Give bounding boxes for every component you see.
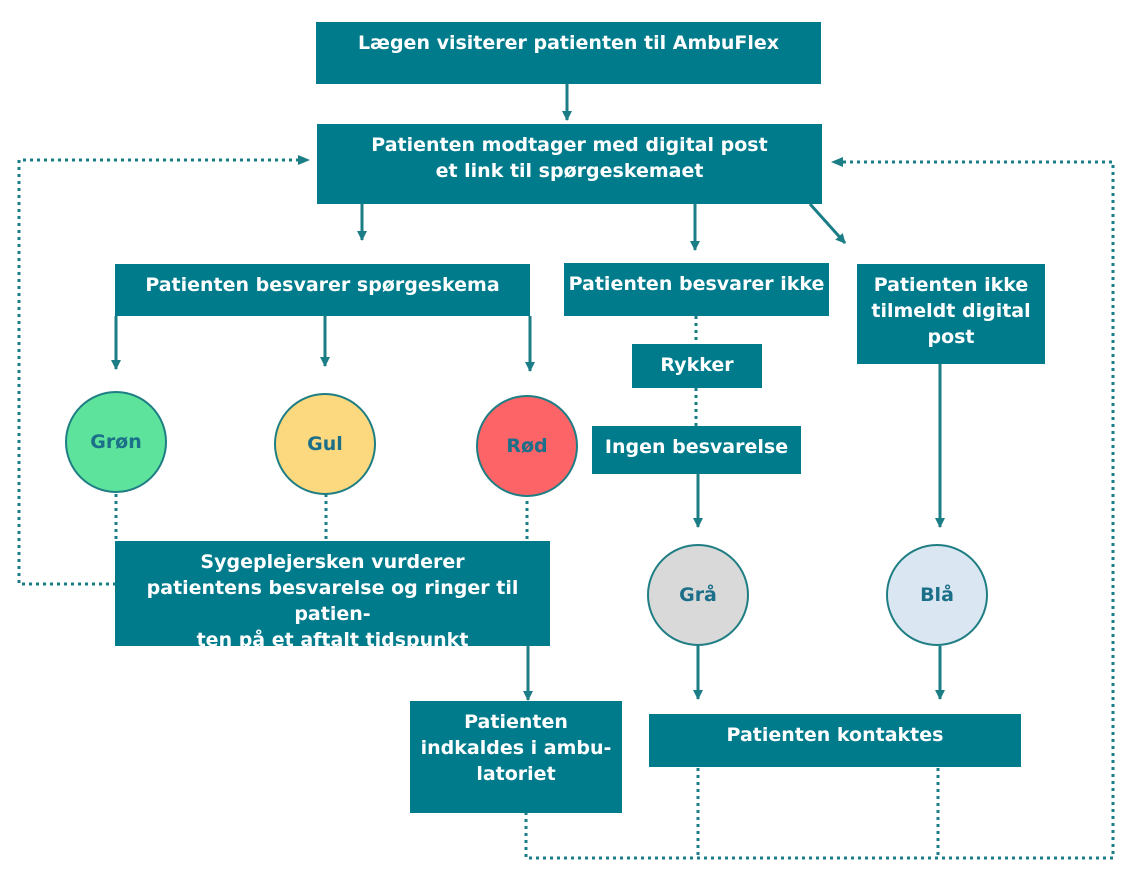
box-not-registered-line-1: Patienten ikke bbox=[873, 274, 1029, 296]
circle-green-label: Grøn bbox=[90, 431, 142, 453]
box-digital-post-line-2: et link til spørgeskemaet bbox=[435, 160, 704, 182]
box-not-registered-line-3: post bbox=[927, 326, 975, 348]
circle-yellow: Gul bbox=[274, 393, 376, 495]
box-nurse-assessment-line-3: ten på et aftalt tidspunkt bbox=[196, 629, 469, 651]
circle-red: Rød bbox=[476, 395, 578, 497]
circle-red-label: Rød bbox=[506, 435, 548, 457]
arrowhead-bottom-loop bbox=[831, 157, 843, 167]
box-not-registered: Patienten ikke tilmeldt digital post bbox=[857, 264, 1045, 364]
box-no-response: Ingen besvarelse bbox=[592, 426, 801, 474]
arrowhead-nurse-loop bbox=[298, 155, 310, 165]
box-summoned-outpatient-line-1: Patienten bbox=[464, 711, 568, 733]
circle-blue: Blå bbox=[886, 544, 988, 646]
box-no-response-text: Ingen besvarelse bbox=[604, 436, 789, 458]
box-digital-post: Patienten modtager med digital post et l… bbox=[317, 124, 822, 204]
box-not-registered-line-2: tilmeldt digital bbox=[871, 300, 1031, 322]
box-summoned-outpatient: Patienten indkaldes i ambu- latoriet bbox=[410, 701, 622, 813]
box-nurse-assessment-line-2: patientens besvarelse og ringer til pati… bbox=[146, 577, 519, 625]
box-referral-text: Lægen visiterer patienten til AmbuFlex bbox=[357, 32, 780, 54]
box-patient-contacted-text: Patienten kontaktes bbox=[726, 724, 944, 746]
circle-blue-label: Blå bbox=[920, 584, 954, 606]
box-patient-contacted: Patienten kontaktes bbox=[649, 714, 1021, 767]
circle-grey-label: Grå bbox=[679, 584, 717, 606]
box-nurse-assessment-line-1: Sygeplejersken vurderer bbox=[200, 551, 465, 573]
box-no-answer: Patienten besvarer ikke bbox=[564, 263, 829, 316]
arrow-digital-post-to-not-registered bbox=[808, 202, 847, 245]
box-reminder: Rykker bbox=[632, 344, 762, 388]
box-nurse-assessment: Sygeplejersken vurderer patientens besva… bbox=[115, 541, 550, 651]
box-answers-questionnaire: Patienten besvarer spørgeskema bbox=[115, 264, 530, 316]
circle-grey: Grå bbox=[647, 544, 749, 646]
box-digital-post-line-1: Patienten modtager med digital post bbox=[371, 134, 768, 156]
box-referral: Lægen visiterer patienten til AmbuFlex bbox=[316, 22, 821, 84]
box-reminder-text: Rykker bbox=[660, 354, 734, 376]
box-summoned-outpatient-line-3: latoriet bbox=[476, 763, 556, 785]
circle-yellow-label: Gul bbox=[307, 433, 343, 455]
circle-green: Grøn bbox=[65, 391, 167, 493]
box-summoned-outpatient-line-2: indkaldes i ambu- bbox=[420, 737, 612, 759]
box-no-answer-text: Patienten besvarer ikke bbox=[568, 273, 825, 295]
box-answers-questionnaire-text: Patienten besvarer spørgeskema bbox=[145, 274, 500, 296]
dotted-nurse-loop-back bbox=[17, 158, 300, 586]
dotted-bottom-loop-back bbox=[524, 160, 1115, 860]
